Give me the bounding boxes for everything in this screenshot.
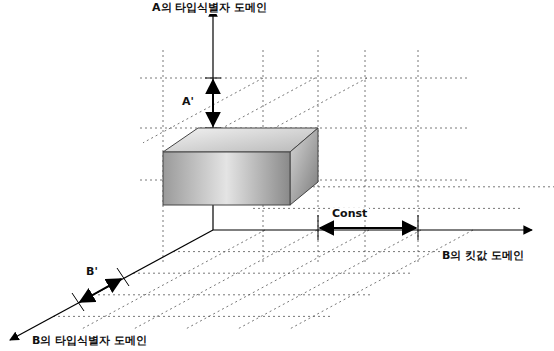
grid-line [289,230,473,329]
grid-line [365,50,366,265]
grid-line [53,316,330,317]
axis-label: B의 킷값 도메인 [440,250,526,262]
grid-line [173,251,450,252]
grid-line [185,230,369,329]
grid-line [253,208,520,209]
grid-line [418,50,419,265]
grid-line [93,294,370,295]
grid-line [81,230,265,329]
axis-label: A의 타입식별자 도메인 [150,2,269,14]
grid-line [237,230,421,329]
grid-line [293,186,554,187]
grid-line [140,78,470,79]
grid-line [133,230,317,329]
grid-line [133,273,410,274]
dimension-label: B' [84,266,100,278]
dimension-label: A' [180,96,196,108]
dimension-label: Const [330,208,369,220]
axis-label: B의 타입식별자 도메인 [30,335,149,347]
